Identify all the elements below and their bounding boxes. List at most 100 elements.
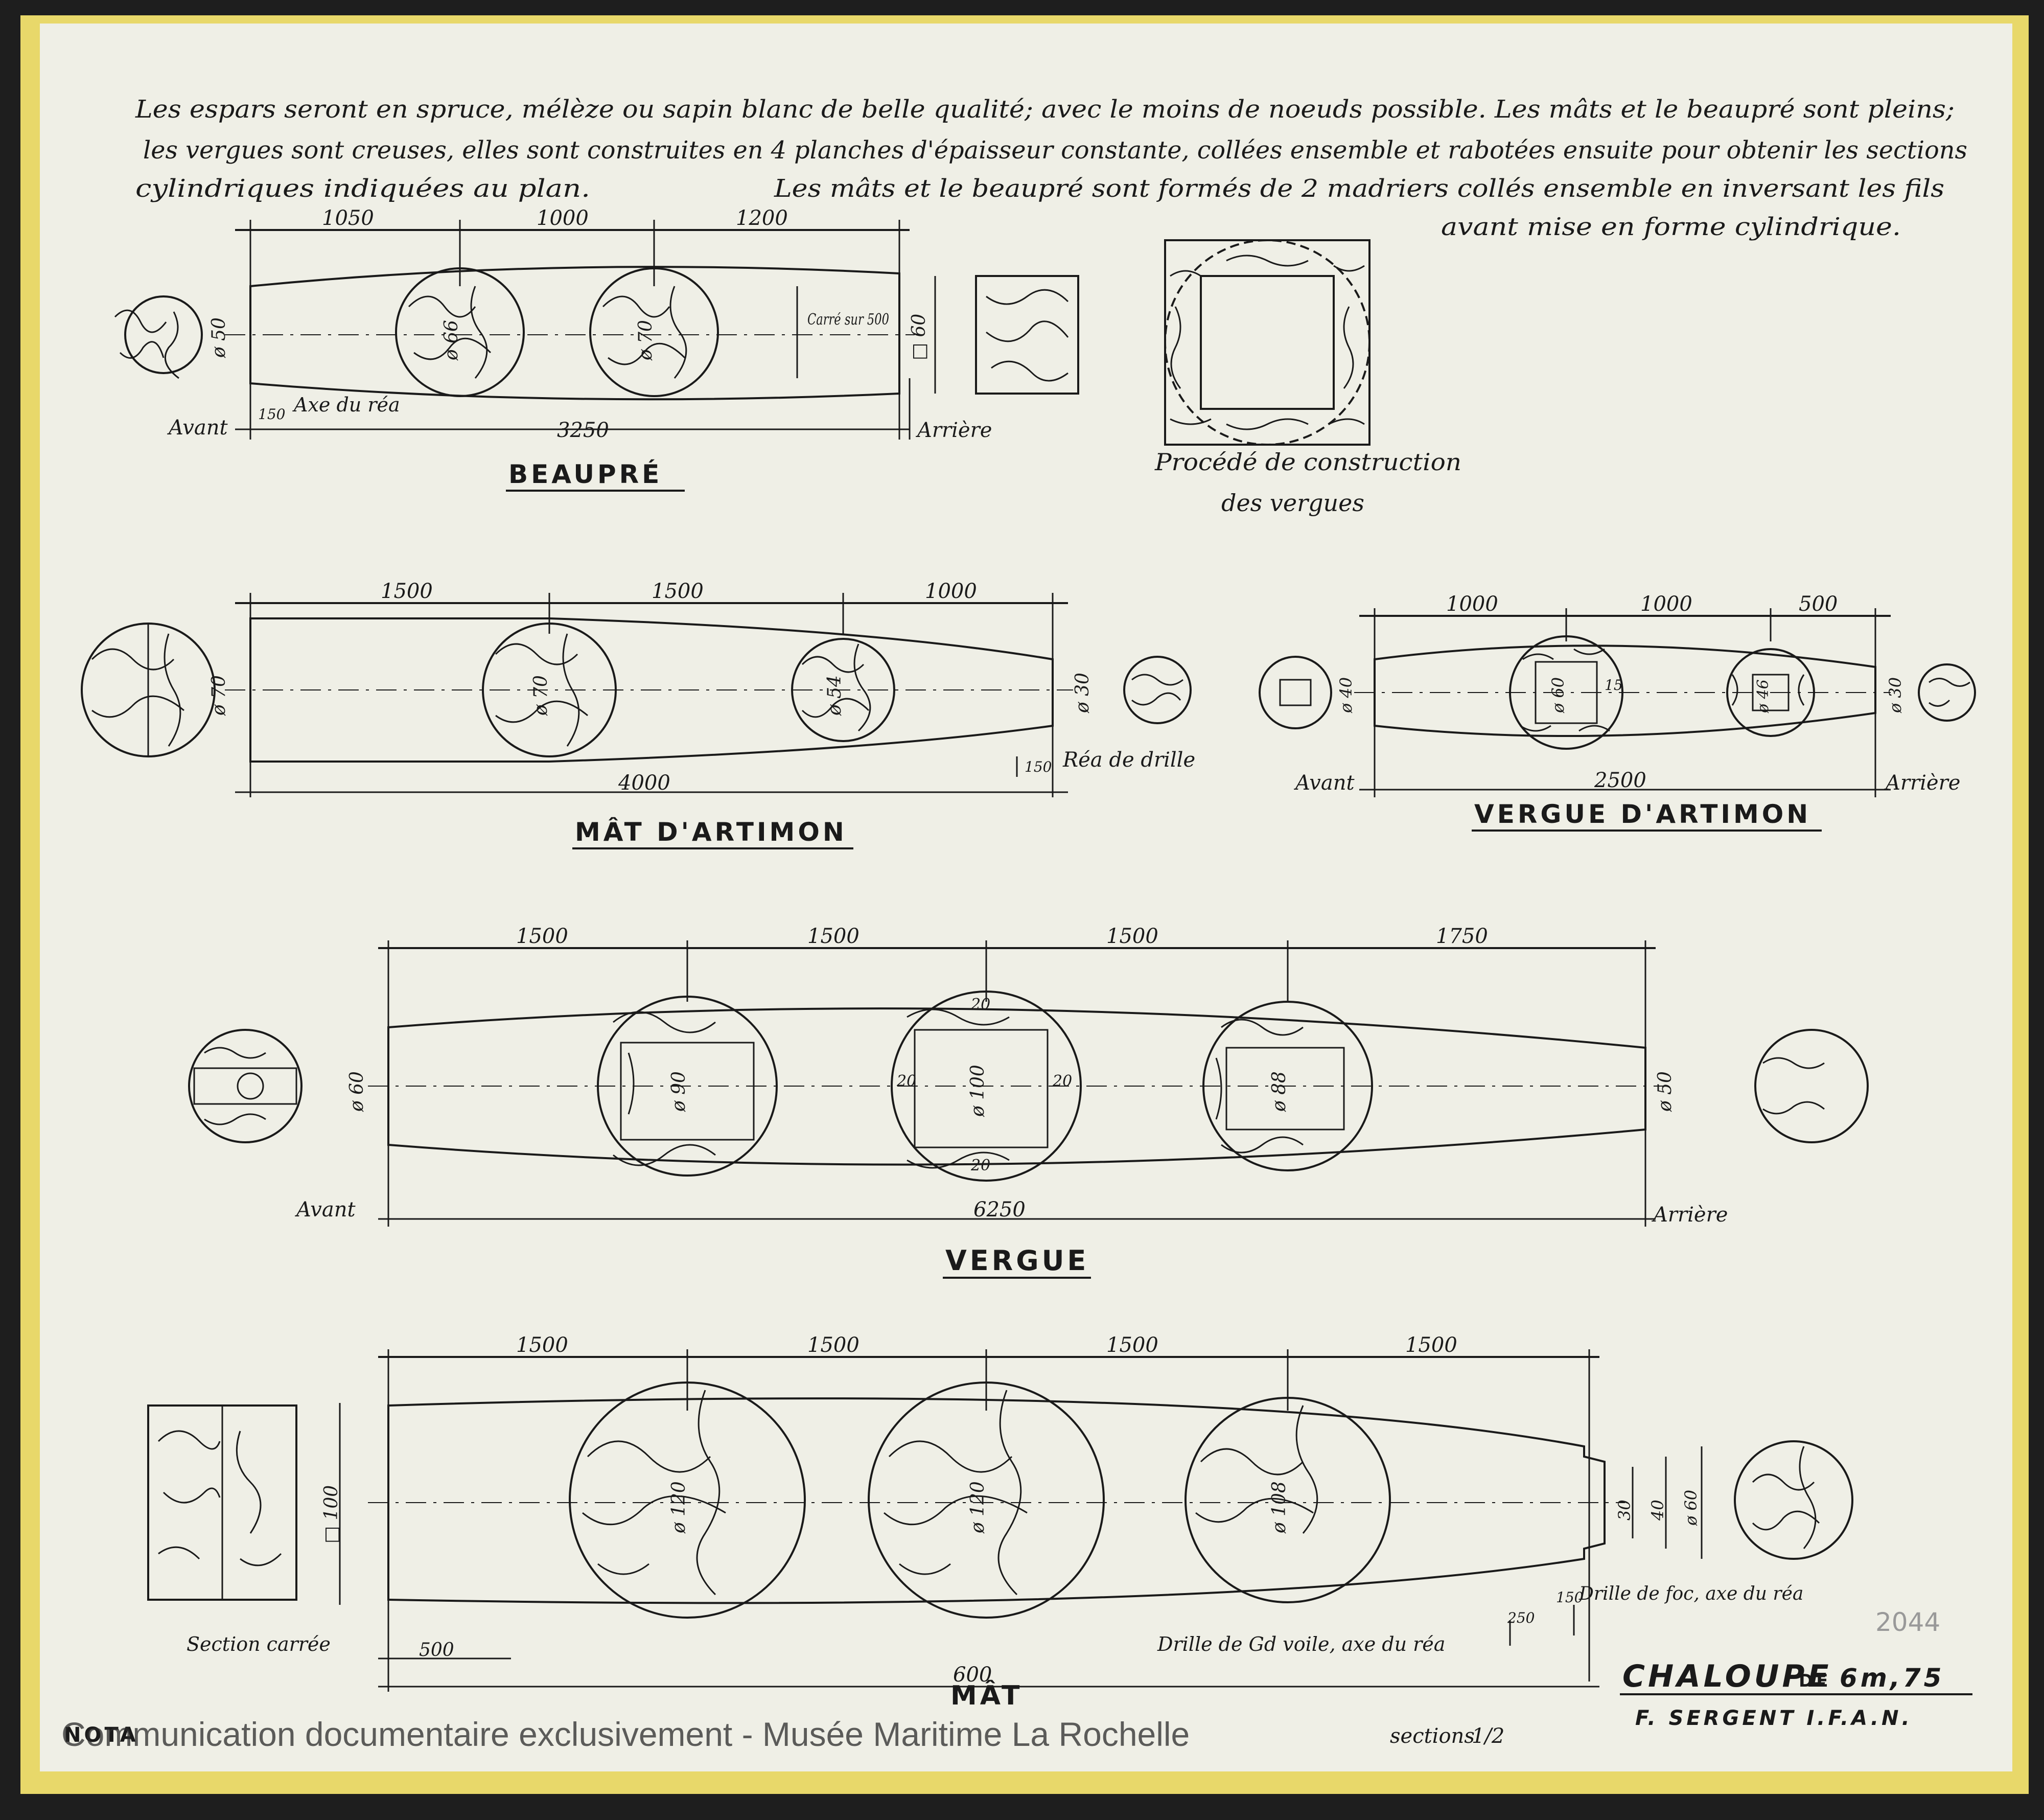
beaupre-dia-3: ø 70: [635, 320, 656, 361]
mat-seg-2: 1500: [807, 1333, 860, 1357]
nota-label: NOTA: [64, 1723, 139, 1747]
mat-spar: [147, 1349, 1853, 1692]
nota-sections: sections: [1390, 1724, 1475, 1748]
mat-seg-1: 1500: [516, 1333, 568, 1357]
vergue-arriere: Arrière: [1651, 1203, 1728, 1227]
tracing-paper: [40, 24, 2012, 1771]
vergue-total: 6250: [973, 1198, 1026, 1222]
beaupre-carre: Carré sur 500: [807, 311, 889, 329]
beaupre-seg-2: 1000: [537, 206, 589, 230]
mat-dim-40: 40: [1648, 1500, 1667, 1521]
mat-section: Section carrée: [187, 1633, 331, 1655]
mat-artimon-total: 4000: [618, 771, 670, 795]
vergue-artimon-seg-3: 500: [1799, 592, 1838, 616]
mat-artimon-seg-2: 1500: [652, 580, 704, 603]
title-size: 6m,75: [1840, 1663, 1944, 1693]
beaupre-spar: [114, 220, 1079, 440]
vergue-dia-2: ø 90: [668, 1071, 689, 1112]
mat-artimon-rea-dim: 150: [1025, 758, 1052, 775]
vergue-seg-3: 1500: [1106, 925, 1158, 948]
vergue-artimon-seg-1: 1000: [1446, 592, 1498, 616]
mat-total: 600: [953, 1663, 992, 1687]
vergue-seg-4: 1750: [1436, 925, 1488, 948]
vergue-seg-1: 1500: [516, 925, 568, 948]
title-de: DE: [1799, 1671, 1831, 1691]
procede-line-2: des vergues: [1221, 489, 1364, 517]
beaupre-axe-dim: 150: [258, 406, 285, 423]
mat-dim-500: 500: [419, 1640, 454, 1661]
museum-watermark: Communication documentaire exclusivement…: [61, 1715, 1190, 1753]
mat-artimon-spar: [81, 593, 1192, 797]
vergue-title: VERGUE: [945, 1245, 1089, 1277]
vergue-artimon-dia-3: ø 46: [1754, 679, 1772, 713]
vergue-artimon-avant: Avant: [1293, 771, 1355, 795]
mat-dim-30: 30: [1615, 1500, 1634, 1520]
procede-line-1: Procédé de construction: [1154, 448, 1461, 476]
mat-artimon-seg-1: 1500: [381, 580, 433, 603]
procede-section: [1164, 239, 1371, 446]
mat-artimon-dia-4: ø 30: [1072, 673, 1093, 713]
beaupre-total: 3250: [557, 419, 609, 442]
mat-dim-square: □ 100: [321, 1485, 342, 1543]
nota-scale: 1/2: [1472, 1724, 1504, 1748]
beaupre-avant: Avant: [167, 416, 228, 440]
mat-artimon-dia-3: ø 54: [824, 675, 845, 716]
vergue-dia-3: ø 100: [967, 1065, 988, 1117]
note-line-3: cylindriques indiquées au plan.: [135, 174, 590, 203]
vergue-artimon-seg-2: 1000: [1640, 592, 1692, 616]
vergue-artimon-dia-2: ø 60: [1548, 677, 1568, 713]
vergue-dia-5: ø 50: [1655, 1071, 1676, 1112]
catalog-number: 2044: [1875, 1607, 1941, 1637]
note-line-5: avant mise en forme cylindrique.: [1441, 213, 1901, 241]
beaupre-dia-2: ø 66: [441, 320, 462, 361]
mat-drille-foc: Drille de foc, axe du réa: [1578, 1583, 1803, 1604]
title-block: CHALOUPE DE 6m,75 F. SERGENT I.F.A.N.: [1620, 1658, 1972, 1730]
mat-artimon-title: MÂT D'ARTIMON: [575, 817, 847, 847]
vergue-artimon-title: VERGUE D'ARTIMON: [1474, 799, 1811, 829]
mat-dim-dia-2: ø 120: [967, 1481, 988, 1534]
beaupre-arriere: Arrière: [915, 419, 992, 442]
vergue-artimon-arriere: Arrière: [1884, 771, 1960, 795]
mat-title: MÂT: [950, 1680, 1023, 1711]
title-author: F. SERGENT I.F.A.N.: [1635, 1707, 1913, 1730]
vergue-avant: Avant: [294, 1198, 356, 1222]
beaupre-dia-4: □ 60: [909, 314, 930, 360]
vergue-thick-4: 20: [970, 1157, 990, 1174]
vergue-thick-3: 20: [970, 996, 990, 1013]
beaupre-title: BEAUPRÉ: [508, 459, 662, 489]
beaupre-axe: Axe du réa: [292, 394, 400, 416]
vergue-thick-1: 20: [896, 1072, 916, 1090]
mat-dim-dia-1: ø 120: [668, 1481, 689, 1534]
vergue-seg-2: 1500: [807, 925, 860, 948]
mat-artimon-rea: Réa de drille: [1062, 748, 1195, 772]
mat-artimon-dia-1: ø 70: [208, 675, 229, 716]
construction-note: Les espars seront en spruce, mélèze ou s…: [135, 95, 1967, 241]
note-line-1: Les espars seront en spruce, mélèze ou s…: [135, 95, 1955, 124]
note-line-4: Les mâts et le beaupré sont formés de 2 …: [774, 174, 1944, 203]
vergue-artimon-dia-4: ø 30: [1886, 677, 1905, 713]
vergue-artimon-spar: [1259, 608, 1976, 797]
vergue-dia-1: ø 60: [346, 1071, 367, 1112]
vergue-artimon-total: 2500: [1594, 769, 1646, 792]
mat-dim-150: 150: [1556, 1589, 1583, 1606]
mat-dim-dia-3: ø 108: [1269, 1481, 1290, 1534]
vergue-spar: [188, 940, 1869, 1227]
mat-seg-3: 1500: [1106, 1333, 1158, 1357]
title-name: CHALOUPE: [1622, 1658, 1831, 1694]
beaupre-dia-1: ø 50: [208, 317, 229, 358]
beaupre-seg-1: 1050: [322, 206, 374, 230]
vergue-dia-4: ø 88: [1269, 1071, 1290, 1112]
mat-dim-250: 250: [1507, 1609, 1535, 1626]
vergue-thick-2: 20: [1052, 1072, 1072, 1090]
mat-artimon-seg-3: 1000: [925, 580, 977, 603]
mat-drille-gv: Drille de Gd voile, axe du réa: [1157, 1633, 1445, 1655]
vergue-artimon-dia-1: ø 40: [1336, 677, 1356, 713]
beaupre-seg-3: 1200: [736, 206, 788, 230]
mat-artimon-dia-2: ø 70: [530, 675, 551, 716]
note-line-2: les vergues sont creuses, elles sont con…: [143, 136, 1967, 165]
mat-dim-60: ø 60: [1681, 1490, 1701, 1526]
mat-seg-4: 1500: [1405, 1333, 1457, 1357]
vergue-artimon-thick: 15: [1605, 677, 1623, 694]
